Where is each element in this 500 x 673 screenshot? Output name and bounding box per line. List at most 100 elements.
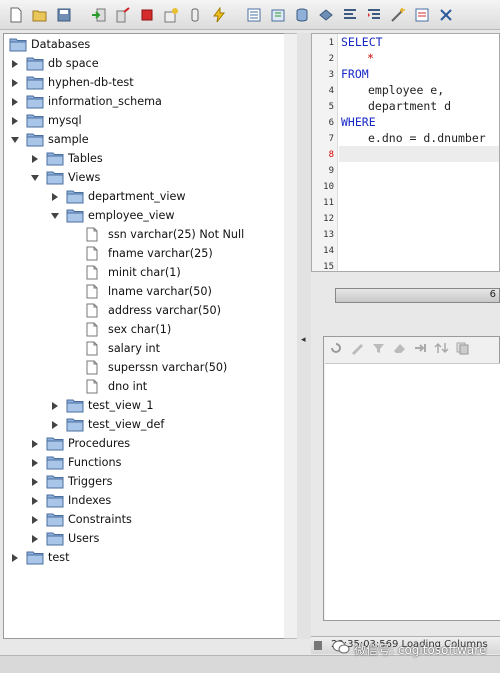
tree-node-functions[interactable]: Functions (30, 453, 121, 472)
code-line-6: WHERE (341, 115, 376, 129)
tree-node-column[interactable]: sex char(1) (70, 320, 171, 339)
code-line-5: department d (368, 99, 452, 113)
expanded-arrow-icon[interactable] (30, 173, 40, 183)
tree-node-column[interactable]: minit char(1) (70, 263, 181, 282)
wand-icon[interactable] (387, 4, 408, 26)
import-icon[interactable] (267, 4, 288, 26)
commit-icon[interactable] (160, 4, 181, 26)
tree-node-test[interactable]: test (10, 548, 70, 567)
disconnect-icon[interactable] (112, 4, 133, 26)
code-line-3: FROM (341, 67, 369, 81)
expanded-arrow-icon[interactable] (10, 135, 20, 145)
tree-node-label: address varchar(50) (108, 304, 221, 317)
collapsed-arrow-icon[interactable] (10, 116, 20, 126)
tree-node-column[interactable]: ssn varchar(25) Not Null (70, 225, 244, 244)
status-text: 23:35:03:569 Loading Columns (331, 639, 488, 650)
tree-node-hyphen-db-test[interactable]: hyphen-db-test (10, 73, 134, 92)
line-number: 10 (323, 182, 334, 192)
line-number: 14 (323, 246, 334, 256)
database-icon[interactable] (291, 4, 312, 26)
edit-icon[interactable] (349, 340, 365, 356)
open-folder-icon[interactable] (29, 4, 50, 26)
tree-node-label: test_view_def (88, 418, 165, 431)
collapsed-arrow-icon[interactable] (30, 458, 40, 468)
column-file-icon (86, 322, 104, 338)
format-icon[interactable] (339, 4, 360, 26)
collapse-left-icon[interactable]: ◂ (301, 335, 306, 345)
expanded-arrow-icon[interactable] (50, 211, 60, 221)
tree-node-employee-view[interactable]: employee_view (50, 206, 175, 225)
new-file-icon[interactable] (5, 4, 26, 26)
collapsed-arrow-icon[interactable] (10, 97, 20, 107)
tree-node-sample[interactable]: sample (10, 130, 89, 149)
folder-icon (46, 493, 64, 509)
tree-scrollbar[interactable] (284, 33, 297, 639)
tree-node-column[interactable]: superssn varchar(50) (70, 358, 227, 377)
tree-node-db-space[interactable]: db space (10, 54, 99, 73)
line-number: 1 (328, 38, 334, 48)
tree-node-column[interactable]: salary int (70, 339, 160, 358)
collapsed-arrow-icon[interactable] (10, 78, 20, 88)
tree-node-column[interactable]: fname varchar(25) (70, 244, 213, 263)
code-line-2: * (367, 51, 374, 65)
result-grid[interactable] (325, 363, 500, 620)
list-icon[interactable] (411, 4, 432, 26)
filter-icon[interactable] (370, 340, 386, 356)
connect-icon[interactable] (88, 4, 109, 26)
stop-icon[interactable] (136, 4, 157, 26)
collapsed-arrow-icon[interactable] (30, 477, 40, 487)
tree-node-constraints[interactable]: Constraints (30, 510, 132, 529)
folder-icon (9, 37, 27, 53)
tree-node-department-view[interactable]: department_view (50, 187, 186, 206)
wechat-logo (332, 640, 350, 658)
folder-icon (46, 512, 64, 528)
folder-icon (46, 531, 64, 547)
collapsed-arrow-icon[interactable] (30, 439, 40, 449)
tree-node-label: sample (48, 133, 89, 146)
collapsed-arrow-icon[interactable] (30, 496, 40, 506)
code-line-4: employee e, (368, 83, 445, 97)
execute-icon[interactable] (208, 4, 229, 26)
line-number: 4 (328, 86, 334, 96)
folder-icon (46, 474, 64, 490)
panel-splitter[interactable]: ◂ (297, 33, 311, 639)
tree-node-test-view-1[interactable]: test_view_1 (50, 396, 154, 415)
clear-icon[interactable] (391, 340, 407, 356)
collapsed-arrow-icon[interactable] (10, 59, 20, 69)
tree-node-databases[interactable]: Databases (9, 35, 90, 54)
copy-icon[interactable] (454, 340, 470, 356)
tree-node-users[interactable]: Users (30, 529, 99, 548)
refresh-icon[interactable] (328, 340, 344, 356)
save-icon[interactable] (53, 4, 74, 26)
tree-node-test-view-def[interactable]: test_view_def (50, 415, 164, 434)
export-icon[interactable] (243, 4, 264, 26)
tree-node-column[interactable]: dno int (70, 377, 147, 396)
tree-node-indexes[interactable]: Indexes (30, 491, 111, 510)
collapsed-arrow-icon[interactable] (30, 534, 40, 544)
tree-node-views[interactable]: Views (30, 168, 100, 187)
tree-node-triggers[interactable]: Triggers (30, 472, 112, 491)
bottom-bar (0, 655, 500, 673)
collapsed-arrow-icon[interactable] (30, 154, 40, 164)
tree-node-column[interactable]: lname varchar(50) (70, 282, 212, 301)
rollback-icon[interactable] (184, 4, 205, 26)
tree-node-column[interactable]: address varchar(50) (70, 301, 221, 320)
tree-node-procedures[interactable]: Procedures (30, 434, 130, 453)
tree-node-mysql[interactable]: mysql (10, 111, 82, 130)
insert-row-icon[interactable] (412, 340, 428, 356)
indent-icon[interactable] (363, 4, 384, 26)
close-icon[interactable] (435, 4, 456, 26)
collapsed-arrow-icon[interactable] (50, 401, 60, 411)
collapsed-arrow-icon[interactable] (10, 553, 20, 563)
tree-node-tables[interactable]: Tables (30, 149, 103, 168)
tree-node-label: Procedures (68, 437, 131, 450)
sort-icon[interactable] (433, 340, 449, 356)
collapsed-arrow-icon[interactable] (50, 420, 60, 430)
tree-node-information-schema[interactable]: information_schema (10, 92, 162, 111)
collapsed-arrow-icon[interactable] (50, 192, 60, 202)
folder-icon (26, 75, 44, 91)
column-file-icon (86, 284, 104, 300)
collapsed-arrow-icon[interactable] (30, 515, 40, 525)
schema-icon[interactable] (315, 4, 336, 26)
